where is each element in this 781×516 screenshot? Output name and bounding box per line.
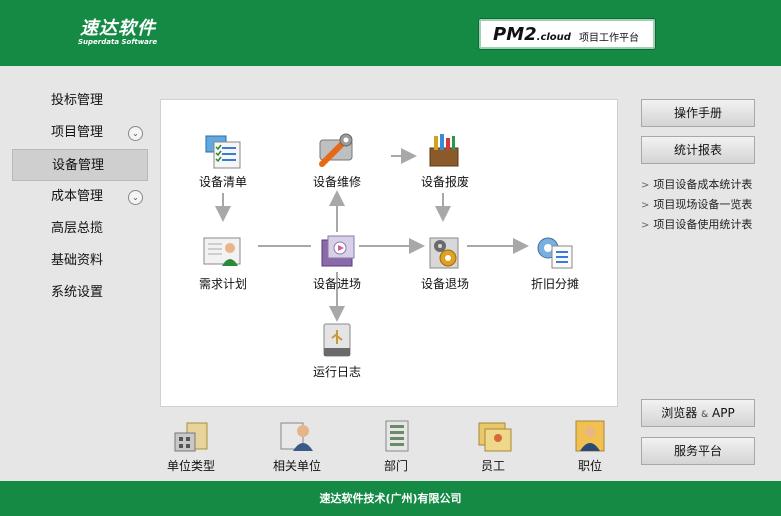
building-folder-icon — [171, 419, 211, 453]
sidebar-item-projects[interactable]: 项目管理⌄ — [12, 117, 148, 149]
footer-company: 速达软件技术(广州)有限公司 — [0, 481, 781, 516]
bottom-item-label: 相关单位 — [272, 459, 321, 473]
sidebar-item-settings[interactable]: 系统设置 — [51, 285, 104, 300]
bottom-item-label: 单位类型 — [166, 459, 215, 473]
product-tagline: 项目工作平台 — [579, 33, 639, 44]
bottom-item-related-units[interactable]: 相关单位 — [262, 419, 332, 474]
bottom-item-label: 员工 — [480, 459, 505, 473]
flow-arrows — [215, 148, 529, 322]
sidebar-item-overview[interactable]: 高层总揽 — [51, 221, 104, 236]
chevron-right-icon: > — [641, 180, 650, 191]
sidebar-item-equipment[interactable]: 设备管理 — [12, 149, 148, 181]
flow-node-label: 设备进场 — [312, 277, 361, 291]
flow-node-depreciation[interactable]: 折旧分摊 — [515, 232, 595, 292]
sidebar-item-cost[interactable]: 成本管理⌄ — [12, 181, 148, 213]
flow-node-equipment-exit[interactable]: 设备退场 — [405, 232, 485, 292]
flow-node-label: 运行日志 — [312, 365, 361, 379]
flow-node-equipment-repair[interactable]: 设备维修 — [297, 130, 377, 190]
department-icon — [376, 419, 416, 453]
employee-photos-icon — [473, 419, 513, 453]
bottom-item-position[interactable]: 职位 — [555, 419, 625, 474]
reports-button[interactable]: 统计报表 — [641, 136, 755, 164]
sidebar-item-bidding[interactable]: 投标管理 — [51, 93, 104, 108]
manual-button[interactable]: 操作手册 — [641, 99, 755, 127]
person-board-icon — [200, 232, 246, 272]
flow-node-run-log[interactable]: 运行日志 — [297, 320, 377, 380]
media-icon — [314, 232, 360, 272]
gear-report-icon — [532, 232, 578, 272]
report-link-site-list[interactable]: >项目现场设备一览表 — [641, 198, 753, 211]
app-header: 速达软件 Superdata Software PM2.cloud 项目工作平台 — [0, 0, 781, 66]
chevron-down-icon[interactable]: ⌄ — [128, 190, 143, 205]
position-icon — [570, 419, 610, 453]
flow-node-equipment-entry[interactable]: 设备进场 — [297, 232, 377, 292]
document-list-icon — [200, 130, 246, 170]
bottom-item-employee[interactable]: 员工 — [458, 419, 528, 474]
bottom-item-label: 职位 — [577, 459, 602, 473]
flow-node-label: 折旧分摊 — [530, 277, 579, 291]
toolbox-icon — [422, 130, 468, 170]
people-icon — [277, 419, 317, 453]
report-link-usage[interactable]: >项目设备使用统计表 — [641, 218, 753, 231]
flow-node-equipment-list[interactable]: 设备清单 — [183, 130, 263, 190]
logo-subtitle: Superdata Software — [78, 38, 158, 46]
gears-icon — [422, 232, 468, 272]
wrench-icon — [314, 130, 360, 170]
flow-node-label: 设备维修 — [312, 175, 361, 189]
flow-node-label: 设备清单 — [198, 175, 247, 189]
equipment-flow-panel: 设备清单 设备维修 设备报废 需求计划 设备进场 设备退场 — [160, 99, 618, 407]
report-link-cost[interactable]: >项目设备成本统计表 — [641, 178, 753, 191]
usb-drive-icon — [314, 320, 360, 360]
flow-node-label: 设备报废 — [420, 175, 469, 189]
product-name: PM2.cloud — [493, 24, 571, 45]
browser-app-button[interactable]: 浏览器 & APP — [641, 399, 755, 427]
sidebar-item-basic-data[interactable]: 基础资料 — [51, 253, 104, 268]
bottom-item-unit-type[interactable]: 单位类型 — [156, 419, 226, 474]
flow-node-demand-plan[interactable]: 需求计划 — [183, 232, 263, 292]
product-badge: PM2.cloud 项目工作平台 — [478, 18, 656, 50]
bottom-item-label: 部门 — [383, 459, 408, 473]
chevron-down-icon[interactable]: ⌄ — [128, 126, 143, 141]
chevron-right-icon: > — [641, 220, 650, 231]
flow-node-label: 需求计划 — [198, 277, 247, 291]
flow-node-equipment-scrap[interactable]: 设备报废 — [405, 130, 485, 190]
flow-node-label: 设备退场 — [420, 277, 469, 291]
logo-title: 速达软件 — [80, 18, 156, 39]
service-platform-button[interactable]: 服务平台 — [641, 437, 755, 465]
chevron-right-icon: > — [641, 200, 650, 211]
bottom-item-department[interactable]: 部门 — [361, 419, 431, 474]
